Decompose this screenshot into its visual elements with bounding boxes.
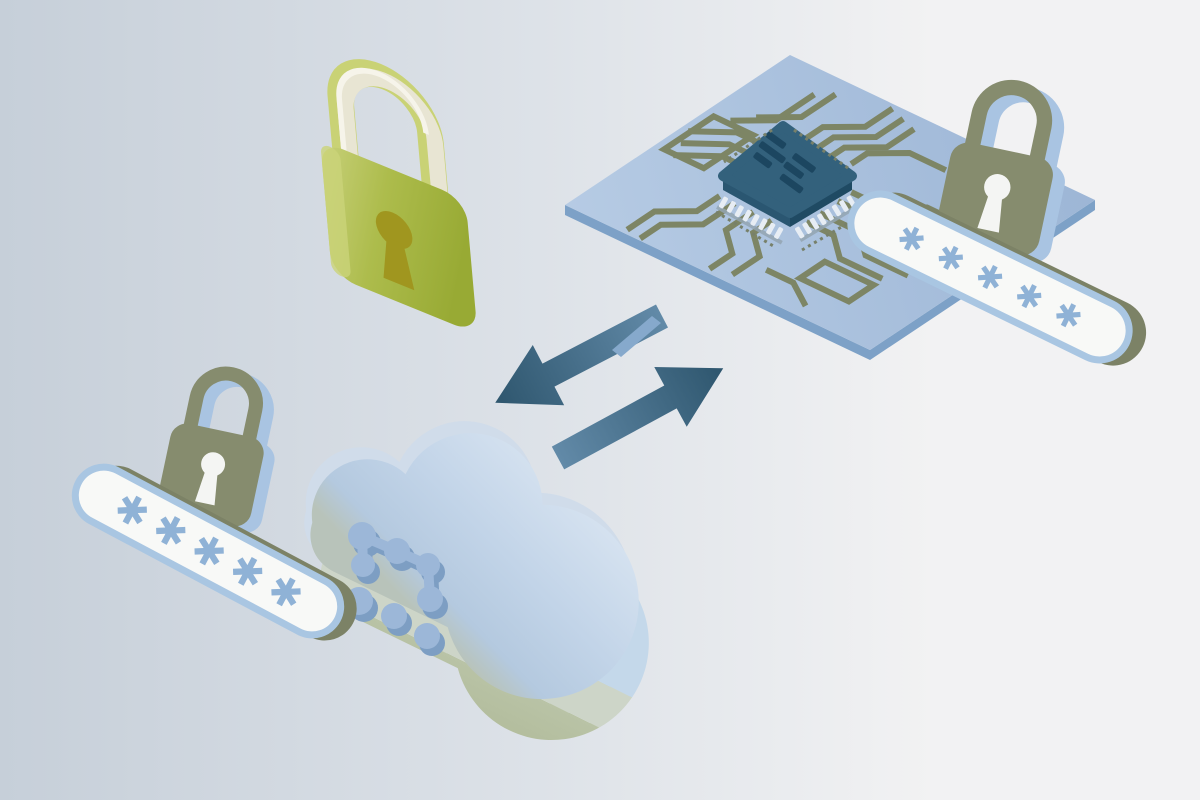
password-left-box xyxy=(78,470,338,632)
padlock-right-keyhole xyxy=(977,174,1011,233)
board-fragment xyxy=(612,316,661,357)
network-graph xyxy=(345,522,443,649)
network-node xyxy=(416,553,440,577)
padlock-left-icon xyxy=(155,364,290,535)
padlock-left-keyhole xyxy=(194,452,226,506)
transfer-arrows xyxy=(495,304,724,470)
chip-pins-right xyxy=(795,195,862,243)
network-node xyxy=(414,623,440,649)
green-padlock-icon xyxy=(321,59,476,327)
network-node xyxy=(384,538,410,564)
password-right-box xyxy=(854,197,1126,357)
arrow-up-right-icon xyxy=(551,367,724,470)
cpu-chip-icon xyxy=(715,121,863,252)
chip-pins-left xyxy=(716,196,784,245)
network-node xyxy=(417,586,443,612)
green-padlock-shackle xyxy=(327,59,450,206)
chip-markings xyxy=(753,131,816,194)
network-node xyxy=(351,553,375,577)
network-node xyxy=(381,603,407,629)
padlock-right-icon xyxy=(933,78,1082,266)
green-padlock-keyhole xyxy=(375,210,415,291)
cloud-network-nodes xyxy=(345,522,448,656)
network-node xyxy=(348,522,376,550)
password-field-right: ✱✱✱✱✱ xyxy=(847,190,1147,366)
green-padlock-body-highlight xyxy=(321,145,351,278)
arrow-down-left-icon xyxy=(495,304,669,406)
